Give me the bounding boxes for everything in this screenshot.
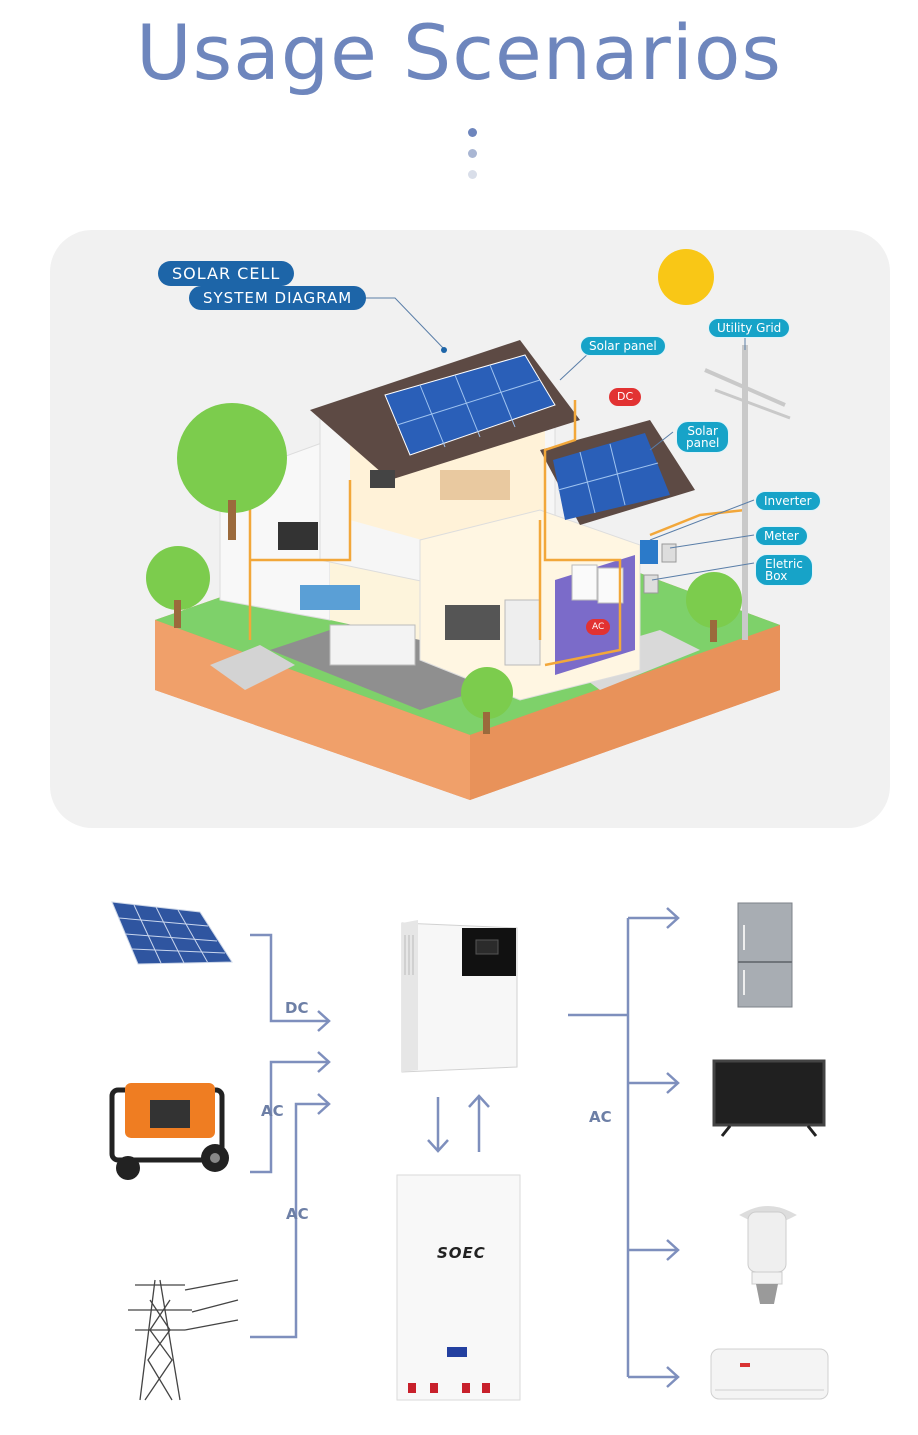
label-solar-panel-2-line-1: Solar <box>687 424 718 438</box>
label-inverter: Inverter <box>755 491 821 511</box>
arrow-head <box>317 1051 331 1073</box>
dot-3 <box>467 170 477 179</box>
tv-on-wall <box>278 522 318 550</box>
dot-1 <box>467 128 477 137</box>
flow-line-dc <box>250 933 328 1023</box>
arrow-down-icon <box>427 1097 449 1153</box>
battery-brand-logo: SOEC <box>437 1244 486 1262</box>
flow-label-dc: DC <box>285 999 309 1017</box>
television-icon <box>712 1059 826 1137</box>
diagram-title-line-1: SOLAR CELL <box>158 261 295 286</box>
inverter-box <box>640 540 658 564</box>
tree-icon <box>146 546 210 610</box>
label-electric-box: Eletric Box <box>755 554 813 586</box>
stove <box>445 605 500 640</box>
battery-unit-icon <box>396 1174 521 1401</box>
label-meter: Meter <box>755 526 808 546</box>
sofa <box>300 585 360 610</box>
washer <box>571 564 598 601</box>
kitchen-counter <box>329 624 416 666</box>
tree-large-icon <box>177 403 287 513</box>
tree-icon <box>461 667 513 719</box>
label-ac: AC <box>586 619 611 635</box>
flow-label-ac-grid: AC <box>286 1205 309 1223</box>
flow-line-generator <box>250 1060 328 1174</box>
generator-icon <box>109 1083 229 1180</box>
computer <box>370 470 395 488</box>
label-solar-panel-1: Solar panel <box>580 336 666 356</box>
page-title: Usage Scenarios <box>136 8 782 97</box>
label-dc: DC <box>609 388 642 406</box>
arrow-up-icon <box>468 1094 490 1152</box>
bed <box>440 470 510 500</box>
flow-line-grid <box>250 1102 328 1339</box>
light-bulb-icon <box>739 1206 797 1304</box>
label-solar-panel-2-line-2: panel <box>686 436 720 450</box>
power-tower-icon <box>128 1279 239 1401</box>
pagination-dots <box>466 128 478 191</box>
dot-2 <box>467 149 477 158</box>
arrow-head <box>317 1010 331 1032</box>
label-electric-box-line-2: Box <box>765 569 788 583</box>
solar-panel-icon <box>111 901 233 965</box>
inverter-unit-icon <box>401 920 518 1073</box>
label-utility-grid: Utility Grid <box>708 318 791 338</box>
diagram-title-line-2: SYSTEM DIAGRAM <box>189 286 367 310</box>
tree-icon <box>686 572 742 628</box>
air-conditioner-icon <box>710 1348 829 1400</box>
fridge-icon <box>737 902 793 1008</box>
arrow-head <box>317 1093 331 1115</box>
label-electric-box-line-1: Eletric <box>765 557 803 571</box>
flow-label-ac-generator: AC <box>261 1102 284 1120</box>
sun-icon <box>658 249 714 305</box>
label-solar-panel-2: Solar panel <box>676 421 730 453</box>
flow-label-ac-output: AC <box>589 1108 612 1126</box>
